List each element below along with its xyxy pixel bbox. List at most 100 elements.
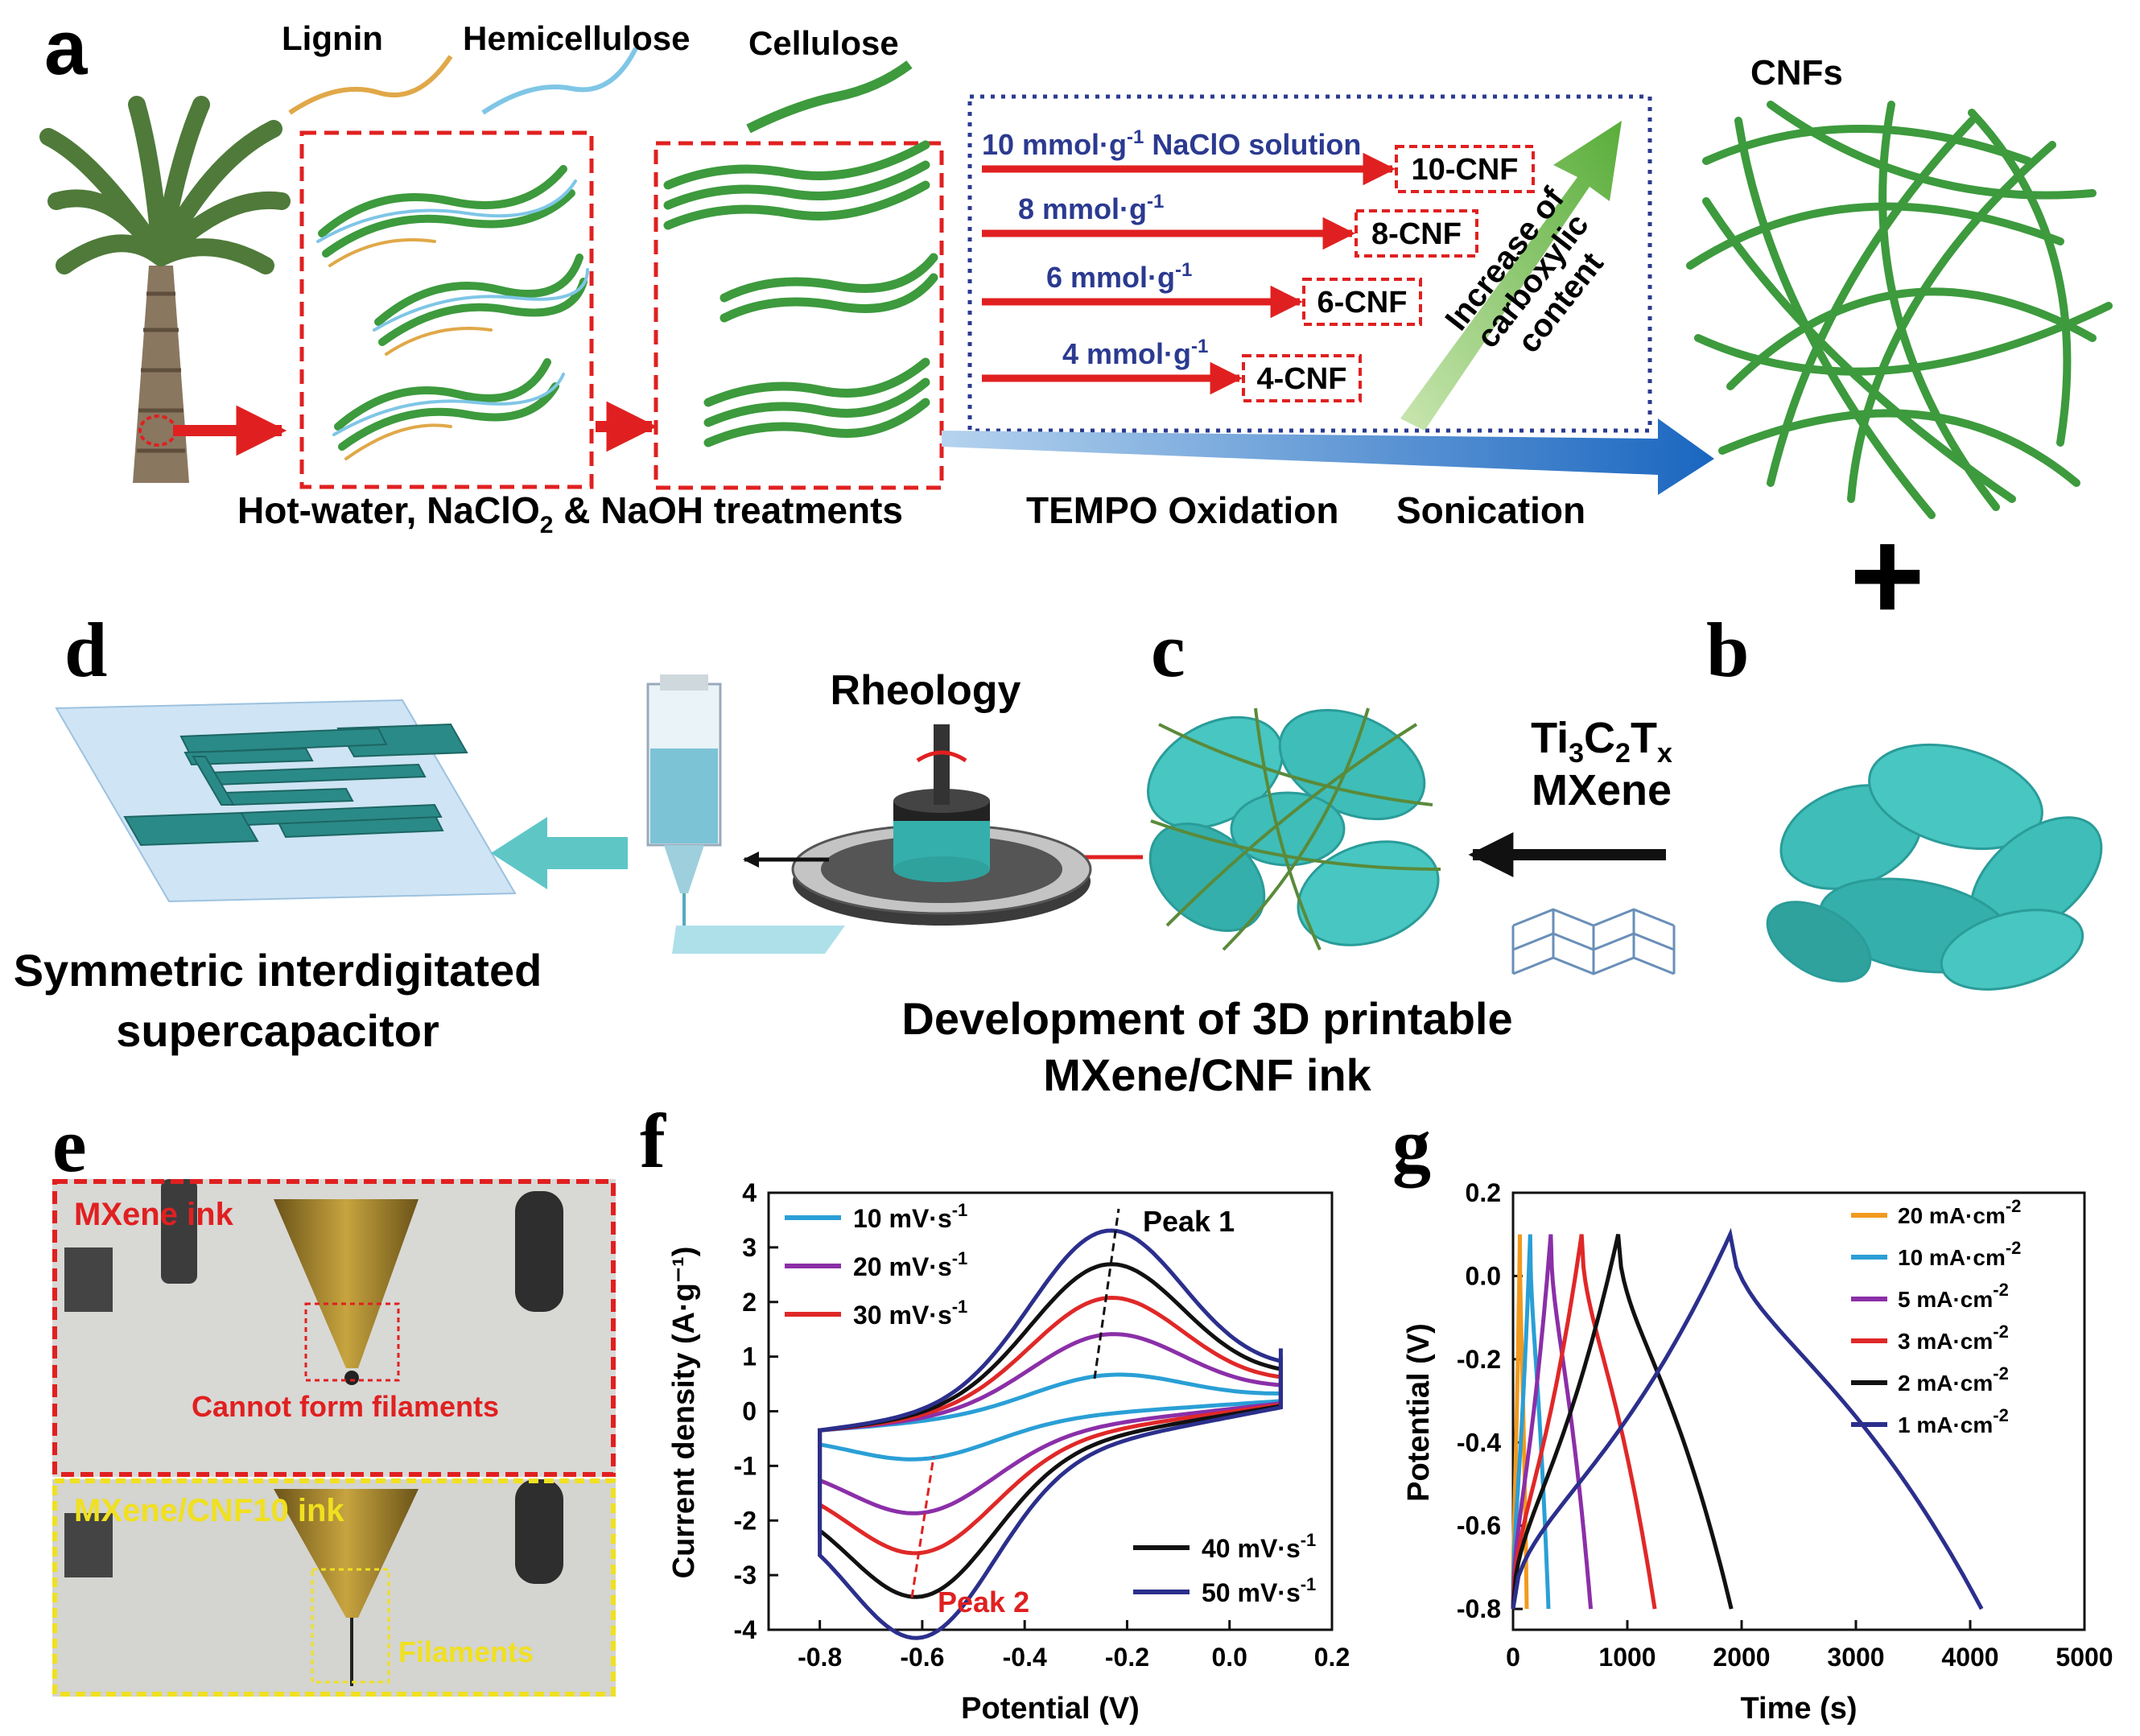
filaments-label: Filaments [398,1635,534,1668]
panel-letter-d: d [64,607,107,693]
product-box [1242,354,1362,402]
cellulose-fiber-bundles [663,140,938,447]
panel-a: a Lignin Hemicellulose Cellulose 10 mmol… [39,5,2113,538]
cv-ytick-label: 4 [742,1178,757,1207]
cannot-form-label: Cannot form filaments [192,1390,499,1423]
cnfs-label: CNFs [1750,53,1843,93]
panel-letter-f: f [640,1098,666,1184]
peak1-guide [1093,1208,1120,1379]
cv-legend-label: 40 mV·s-1 [1202,1530,1316,1563]
cv-ytick-label: -1 [734,1451,757,1480]
interdigitated-supercapacitor [55,699,517,903]
palm-tree-illustration [39,96,291,483]
development-line-1: Development of 3D printable [901,993,1512,1044]
gcd-legend-label: 1 mA·cm-2 [1898,1405,2009,1437]
cellulose-strand [746,60,913,134]
cellulose-label: Cellulose [748,24,899,62]
panel-letter-g: g [1392,1102,1431,1188]
supercapacitor-caption: Symmetric interdigitated supercapacitor [14,945,542,1056]
condition-label: 8 mmol·g-1 [1018,191,1164,225]
mxene-lattice-icon [1511,908,1676,975]
gcd-xtick-label: 3000 [1827,1643,1884,1672]
gcd-plot-frame [1511,1191,2086,1631]
tempo-label: TEMPO Oxidation [1026,489,1338,531]
cv-xtick-label: 0.2 [1314,1643,1350,1672]
gcd-legend: 20 mA·cm-210 mA·cm-25 mA·cm-23 mA·cm-22 … [1851,1196,2021,1437]
peak1-label: Peak 1 [1143,1205,1235,1238]
mxene-cnf-composite [1146,707,1441,951]
plus-sign: + [1849,503,1924,647]
cv-ylabel: Current density (A·g⁻¹) [667,1247,701,1579]
product-label: 8-CNF [1371,217,1462,251]
panel-d: d Symmetric interdigitated supercapacito… [14,607,628,1056]
panel-letter-a: a [44,5,88,91]
rheometer-illustration [791,724,1092,926]
hemicellulose-strand [481,47,638,115]
peak2-guide [910,1456,935,1598]
gcd-ytick-label: -0.4 [1457,1428,1501,1457]
gcd-xlabel: Time (s) [1740,1692,1857,1726]
syringe-illustration [646,674,845,954]
cnf10-ink-label: MXene/CNF10 ink [74,1493,344,1528]
mxene-ink-frame [52,1179,616,1477]
mxene-ink-label: MXene ink [74,1197,234,1232]
gcd-ytick-label: -0.8 [1457,1594,1501,1623]
increase-arrow [1400,121,1622,431]
cv-ytick-label: 2 [742,1288,757,1317]
product-label: 4-CNF [1257,362,1347,396]
cv-xtick-label: 0.0 [1211,1643,1247,1672]
gcd-xtick-label: 0 [1506,1643,1520,1672]
panel-letter-b: b [1706,607,1749,693]
cv-ytick-label: -4 [734,1615,757,1644]
cv-xtick-label: -0.6 [900,1643,944,1672]
gcd-curve [1511,1234,1551,1610]
gcd-curve [1511,1234,1657,1610]
gcd-ytick-label: -0.2 [1457,1345,1501,1374]
cv-ytick-label: 1 [742,1342,757,1371]
condition-label: 10 mmol·g-1 NaClO solution [982,126,1361,161]
product-box [1302,278,1422,326]
panel-letter-c: c [1151,607,1185,693]
cv-curve [818,1228,1283,1640]
arrow-to-supercapacitor [491,817,628,889]
mxene-word: MXene [1532,766,1672,814]
gcd-curve [1511,1234,1734,1610]
gcd-legend-label: 10 mA·cm-2 [1898,1238,2021,1270]
sonication-label: Sonication [1396,489,1585,531]
mxene-flakes [1766,743,2103,991]
cnf-network [1686,101,2113,519]
gcd-legend-label: 5 mA·cm-2 [1898,1280,2009,1312]
cv-ytick-label: -3 [734,1561,757,1590]
gcd-curve [1511,1227,1984,1610]
gcd-legend-label: 2 mA·cm-2 [1898,1363,2009,1396]
supercapacitor-line-2: supercapacitor [116,1005,439,1056]
development-caption: Development of 3D printable MXene/CNF in… [901,993,1512,1100]
cv-ytick-label: 0 [742,1397,757,1426]
cellulose-fiber-box [654,141,944,490]
printer-hardware [64,1179,563,1686]
lignin-strand [288,55,453,115]
gcd-xtick-label: 4000 [1941,1643,1998,1672]
cv-curves [818,1228,1283,1640]
cv-xtick-label: -0.2 [1105,1643,1149,1672]
raw-fiber-bundles [316,165,589,460]
cv-xtick-label: -0.4 [1003,1643,1047,1672]
product-label: 6-CNF [1317,286,1408,320]
cv-ytick-label: 3 [742,1233,757,1262]
raw-fiber-box [299,130,594,489]
product-label: 10-CNF [1411,153,1518,187]
supercapacitor-line-1: Symmetric interdigitated [14,945,542,996]
treatments-label: Hot-water, NaClO2 & NaOH treatments [237,489,903,538]
lignin-label: Lignin [282,19,383,57]
panel-e: e MXene ink Cannot form filaments MXene/… [52,1102,616,1697]
panel-letter-e: e [52,1102,87,1188]
cv-xlabel: Potential (V) [961,1692,1140,1726]
peak2-label: Peak 2 [938,1585,1029,1618]
hemicellulose-label: Hemicellulose [463,19,690,57]
condition-rows: 10 mmol·g-1 NaClO solution 10-CNF 8 mmol·g… [982,126,1535,402]
